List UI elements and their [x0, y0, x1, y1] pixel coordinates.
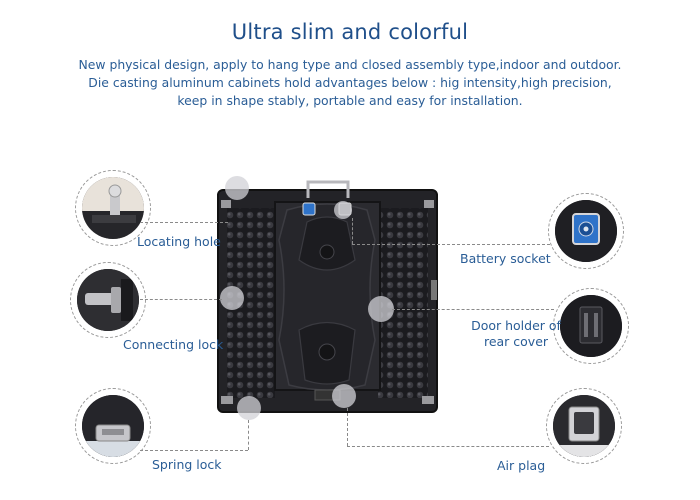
page-title: Ultra slim and colorful [231, 20, 469, 44]
description-line: keep in shape stably, portable and easy … [177, 93, 523, 108]
leader-line [140, 450, 248, 451]
locating-hole-detail [75, 170, 151, 246]
spring-lock-detail [75, 388, 151, 464]
hotspot-marker [334, 201, 352, 219]
hotspot-marker [368, 296, 394, 322]
hotspot-marker [237, 396, 261, 420]
description: New physical design, apply to hang type … [40, 56, 660, 110]
leader-line [140, 299, 222, 300]
door-holder-label: Door holder of rear cover [456, 318, 576, 350]
leader-line [140, 222, 228, 223]
door-holder-label-line: Door holder of [471, 318, 561, 333]
led-cabinet-image [217, 180, 438, 413]
air-plag-detail [546, 388, 622, 464]
description-line: Die casting aluminum cabinets hold advan… [88, 75, 612, 90]
hotspot-marker [332, 384, 356, 408]
leader-line [352, 218, 353, 244]
battery-socket-label: Battery socket [460, 251, 551, 266]
connecting-lock-detail [70, 262, 146, 338]
hotspot-marker [225, 176, 249, 200]
door-holder-detail [553, 288, 629, 364]
leader-line [347, 446, 549, 447]
leader-line [347, 408, 348, 446]
door-holder-label-line: rear cover [483, 334, 549, 349]
description-line: New physical design, apply to hang type … [78, 57, 622, 72]
connecting-lock-label: Connecting lock [123, 337, 224, 352]
leader-line [392, 309, 554, 310]
hotspot-marker [220, 286, 244, 310]
battery-socket-detail [548, 193, 624, 269]
spring-lock-label: Spring lock [152, 457, 222, 472]
leader-line [248, 420, 249, 450]
leader-line [352, 244, 550, 245]
air-plag-label: Air plag [497, 458, 546, 473]
locating-hole-label: Locating hole [137, 234, 221, 249]
